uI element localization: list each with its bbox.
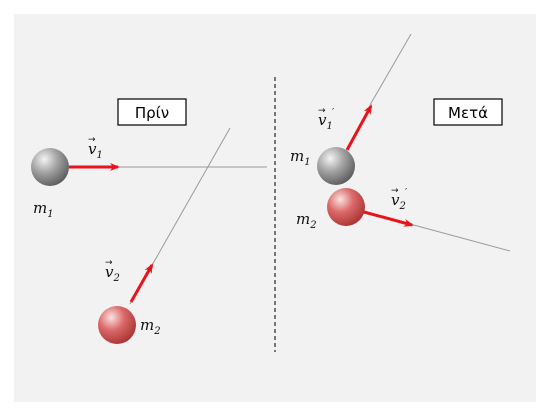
before-label: Πρίν [135,104,169,122]
before-label-box [117,98,187,126]
m1-trajectory-line-after [369,33,412,106]
m2-ball-before [98,306,136,344]
v2-after-prime: ′ [405,187,408,198]
m1-label-after: m1 [290,147,311,168]
v2-after-vector-arrow-glyph: → [391,186,399,196]
after-label: Μετά [448,104,488,122]
v2-label-before: v2 [105,263,120,284]
m1-ball-after [317,147,355,185]
before-panel: Πρίν m1 v1 → v2 → m2 [31,98,267,344]
v1-after-prime: ′ [332,107,335,118]
v1-vector-arrow-glyph: → [88,135,96,145]
v2-vector-arrow-glyph: → [105,258,113,268]
after-panel: Μετά v1 → ′ m1 v2 → ′ m2 [290,33,511,252]
m2-label-before: m2 [140,316,161,337]
m2-label-after: m2 [296,210,317,231]
v2-arrow-after [363,210,414,227]
v1-after-vector-arrow-glyph: → [318,106,326,116]
v2-arrow-before [129,263,154,303]
v1-arrow-after [345,104,373,151]
v1-label-after: v1 [318,111,333,132]
m2-ball-after [327,188,365,226]
m2-trajectory-line-after [409,223,511,252]
m1-ball-before [31,148,69,186]
v1-label-before: v1 [88,140,103,161]
m1-label-before: m1 [33,199,54,220]
v2-label-after: v2 [391,191,406,212]
after-label-box [433,98,503,126]
